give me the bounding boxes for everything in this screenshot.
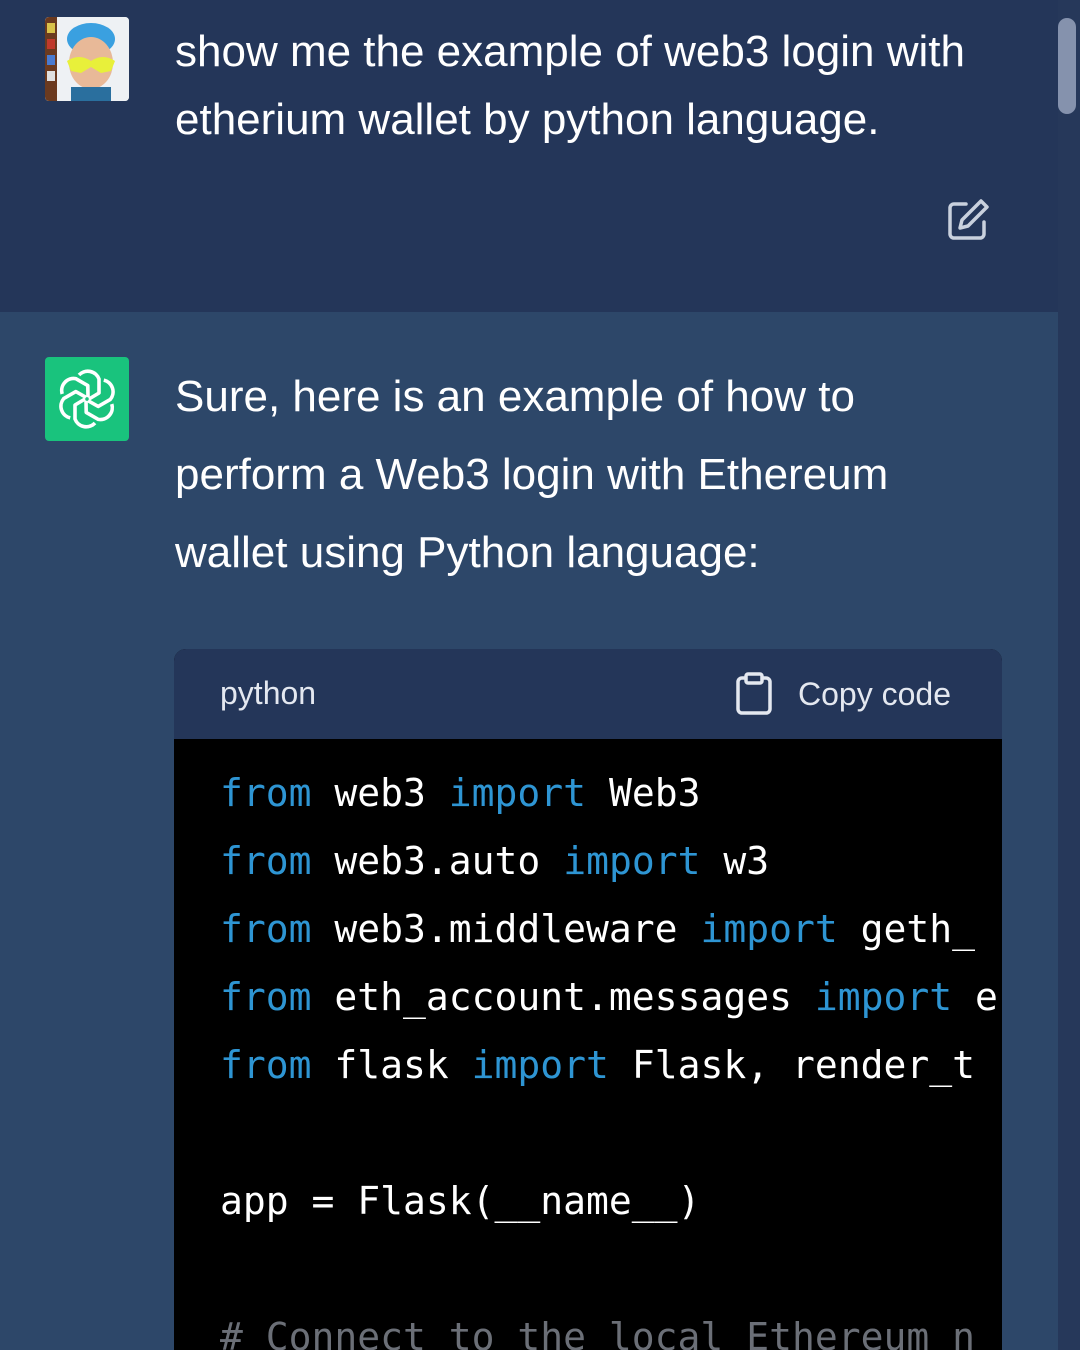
code-line: from eth_account.messages import e bbox=[220, 963, 1002, 1031]
clipboard-icon bbox=[736, 672, 772, 715]
code-keyword: import bbox=[700, 907, 838, 951]
avatar-image bbox=[45, 17, 129, 101]
code-token: geth_ bbox=[837, 907, 976, 951]
assistant-line-3: wallet using Python language: bbox=[175, 528, 760, 577]
code-token: app = Flask(__name__) bbox=[220, 1179, 701, 1223]
code-line bbox=[220, 1099, 1002, 1167]
code-token: web3 bbox=[311, 771, 449, 815]
edit-message-button[interactable] bbox=[944, 196, 992, 244]
code-keyword: from bbox=[220, 907, 312, 951]
code-line: from web3.auto import w3 bbox=[220, 827, 1002, 895]
code-line: from flask import Flask, render_t bbox=[220, 1031, 1002, 1099]
code-token: Flask, render_t bbox=[608, 1043, 975, 1087]
code-line: app = Flask(__name__) bbox=[220, 1167, 1002, 1235]
user-message: show me the example of web3 login with e… bbox=[0, 0, 1080, 312]
assistant-message: Sure, here is an example of how to perfo… bbox=[0, 312, 1058, 1350]
assistant-line-2: perform a Web3 login with Ethereum bbox=[175, 450, 889, 499]
code-keyword: from bbox=[220, 1043, 312, 1087]
code-token: flask bbox=[311, 1043, 472, 1087]
code-keyword: import bbox=[814, 975, 953, 1019]
code-token: web3.auto bbox=[311, 839, 564, 883]
code-token: eth_account.messages bbox=[311, 975, 815, 1019]
code-token: e bbox=[952, 975, 998, 1019]
user-message-line-2: etherium wallet by python language. bbox=[175, 95, 880, 144]
code-line bbox=[220, 1235, 1002, 1303]
user-avatar bbox=[45, 17, 129, 101]
openai-logo-icon bbox=[59, 369, 115, 429]
code-token: Web3 bbox=[586, 771, 701, 815]
copy-code-button[interactable]: Copy code bbox=[734, 671, 951, 717]
scrollbar-thumb[interactable] bbox=[1058, 18, 1076, 114]
assistant-message-text: Sure, here is an example of how to perfo… bbox=[175, 358, 1015, 592]
code-keyword: from bbox=[220, 771, 312, 815]
copy-code-label: Copy code bbox=[798, 676, 951, 712]
code-token: w3 bbox=[700, 839, 770, 883]
code-token: web3.middleware bbox=[311, 907, 701, 951]
code-line: from web3 import Web3 bbox=[220, 759, 1002, 827]
code-line: # Connect to the local Ethereum n bbox=[220, 1303, 1002, 1350]
code-token: # Connect to the local Ethereum n bbox=[220, 1315, 975, 1350]
code-block-header: python Copy code bbox=[174, 649, 1002, 739]
code-language-label: python bbox=[220, 675, 317, 711]
user-message-text: show me the example of web3 login with e… bbox=[175, 18, 1015, 154]
code-keyword: from bbox=[220, 839, 312, 883]
code-keyword: import bbox=[471, 1043, 609, 1087]
scrollbar-track[interactable] bbox=[1058, 0, 1080, 1350]
code-keyword: import bbox=[563, 839, 701, 883]
code-line: from web3.middleware import geth_ bbox=[220, 895, 1002, 963]
code-keyword: from bbox=[220, 975, 312, 1019]
assistant-line-1: Sure, here is an example of how to bbox=[175, 372, 855, 421]
code-keyword: import bbox=[448, 771, 587, 815]
edit-icon bbox=[948, 199, 989, 240]
user-message-line-1: show me the example of web3 login with bbox=[175, 27, 965, 76]
assistant-avatar bbox=[45, 357, 129, 441]
